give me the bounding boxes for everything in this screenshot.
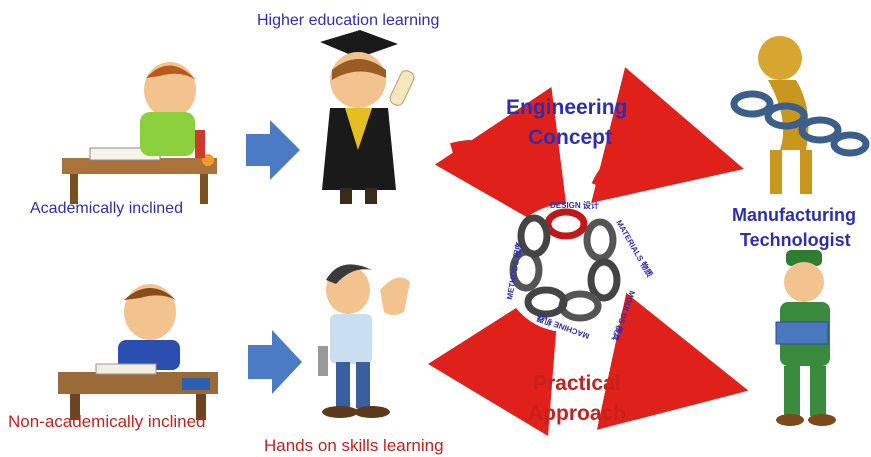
label-academically-inclined: Academically inclined xyxy=(30,200,183,217)
chain-ring-logo: DESIGN 设计 MATERIALS 物质 MOULDS 模具 MACHINE… xyxy=(502,200,655,342)
arrow-right-icon xyxy=(246,120,300,180)
student-sleeping-illustration xyxy=(58,284,218,420)
ring-text-design: DESIGN 设计 xyxy=(550,200,599,210)
label-hands-on: Hands on skills learning xyxy=(264,436,444,455)
mechanic-illustration xyxy=(318,264,410,418)
arrow-curved-icon xyxy=(434,86,571,243)
label-engineering-line1: Engineering xyxy=(506,96,628,119)
label-practical-line1: Practical xyxy=(533,372,621,395)
label-non-academically-inclined: Non-academically inclined xyxy=(8,412,206,431)
arrow-curved-icon xyxy=(427,279,561,437)
label-practical-line2: Approach xyxy=(528,402,627,425)
label-higher-education: Higher education learning xyxy=(257,12,440,29)
student-writing-illustration xyxy=(62,62,217,204)
arrow-right-icon xyxy=(248,330,302,394)
worker-illustration xyxy=(775,250,836,426)
label-manufacturing-line2: Technologist xyxy=(740,230,851,250)
label-engineering-line2: Concept xyxy=(528,126,612,149)
gold-figure-chain-illustration xyxy=(730,36,870,194)
arrow-curved-icon xyxy=(596,292,749,430)
label-manufacturing-line1: Manufacturing xyxy=(732,205,856,225)
graduate-illustration xyxy=(320,30,415,204)
arrow-curved-icon xyxy=(591,67,744,203)
